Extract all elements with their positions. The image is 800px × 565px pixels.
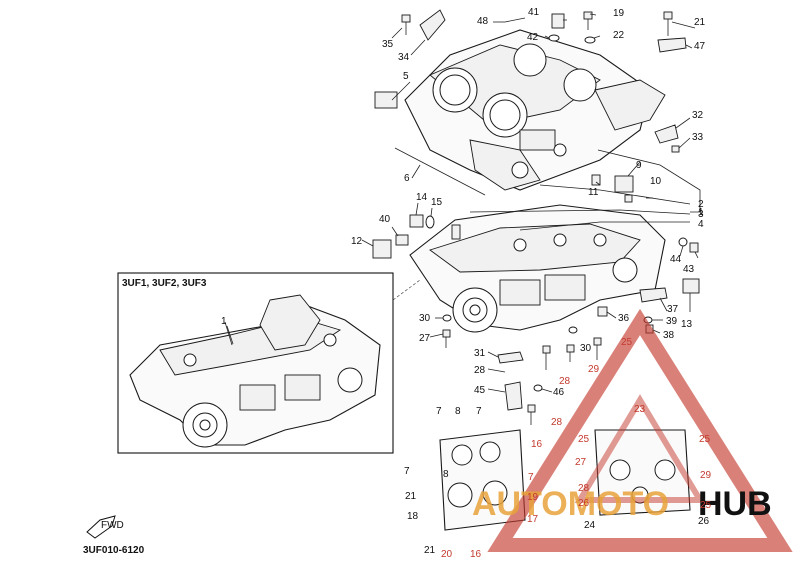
callout-44: 44 — [670, 254, 682, 265]
callout-8a: 8 — [455, 406, 461, 417]
callout-29a: 29 — [588, 364, 600, 375]
callout-11: 11 — [588, 187, 599, 198]
watermark-text-left: AUTOMOTO — [472, 485, 669, 523]
callout-16b: 16 — [470, 549, 482, 560]
callout-17: 17 — [527, 514, 539, 525]
callout-25d: 25 — [700, 500, 712, 511]
callout-7c: 7 — [404, 466, 410, 477]
callout-25a: 25 — [621, 337, 633, 348]
callout-30b: 30 — [580, 343, 592, 354]
inset-panel — [117, 272, 394, 454]
callout-14: 14 — [416, 192, 428, 203]
callout-19: 19 — [613, 8, 625, 19]
callout-21b: 21 — [405, 491, 417, 502]
callout-47: 47 — [694, 41, 706, 52]
callout-43: 43 — [683, 264, 695, 275]
callout-10: 10 — [650, 176, 662, 187]
callout-28c: 28 — [551, 417, 563, 428]
callout-5: 5 — [403, 71, 409, 82]
callout-16a: 16 — [531, 439, 543, 450]
doc-code: 3UF010-6120 — [83, 545, 145, 556]
lower-crankcase — [409, 204, 666, 333]
leader-lines — [361, 13, 701, 393]
callout-3: 3 — [698, 209, 704, 220]
callout-6: 6 — [404, 173, 410, 184]
callout-29b: 29 — [700, 470, 712, 481]
callout-33: 33 — [692, 132, 704, 143]
callout-25b: 25 — [578, 434, 590, 445]
callout-41: 41 — [528, 7, 540, 18]
callout-39: 39 — [666, 316, 678, 327]
inset-title: 3UF1, 3UF2, 3UF3 — [122, 278, 207, 289]
callout-37: 37 — [667, 304, 679, 315]
callout-21: 21 — [694, 17, 706, 28]
watermark-text-right: HUB — [698, 485, 772, 523]
fwd-arrow-icon: FWD — [86, 515, 124, 539]
callout-24: 24 — [584, 520, 596, 531]
callout-19b: 19 — [527, 492, 539, 503]
callout-18: 18 — [407, 511, 419, 522]
callout-42: 42 — [527, 32, 539, 43]
callout-26b: 26 — [698, 516, 710, 527]
callout-28a: 28 — [559, 376, 571, 387]
callout-32: 32 — [692, 110, 704, 121]
callout-38: 38 — [663, 330, 675, 341]
callout-35: 35 — [382, 39, 394, 50]
callout-2: 2 — [698, 199, 704, 210]
callout-12: 12 — [351, 236, 363, 247]
callout-28b: 28 — [474, 365, 486, 376]
gasket-left — [439, 429, 526, 531]
callout-8b: 8 — [443, 469, 449, 480]
fwd-label: FWD — [101, 520, 124, 531]
callout-1b: 1 — [221, 316, 227, 327]
callout-23: 23 — [634, 404, 646, 415]
callout-45: 45 — [474, 385, 486, 396]
callout-15: 15 — [431, 197, 443, 208]
callout-4: 4 — [698, 219, 704, 230]
callout-31: 31 — [474, 348, 486, 359]
callout-7a: 7 — [436, 406, 442, 417]
callout-9: 9 — [636, 160, 642, 171]
callout-1: 1 — [698, 207, 704, 218]
callout-40: 40 — [379, 214, 391, 225]
callout-48: 48 — [477, 16, 489, 27]
callout-21c: 21 — [424, 545, 436, 556]
callout-30a: 30 — [419, 313, 431, 324]
callout-22: 22 — [613, 30, 625, 41]
upper-crankcase — [404, 29, 666, 191]
callout-27a: 27 — [419, 333, 431, 344]
callout-7b: 7 — [476, 406, 482, 417]
callout-26a: 26 — [578, 498, 590, 509]
gasket-right — [594, 429, 691, 516]
callout-13: 13 — [681, 319, 693, 330]
callout-20: 20 — [441, 549, 453, 560]
callout-28d: 28 — [578, 483, 590, 494]
callout-34: 34 — [398, 52, 410, 63]
watermark-logo — [487, 308, 793, 552]
callout-7d: 7 — [528, 472, 534, 483]
callout-25c: 25 — [699, 434, 711, 445]
callout-46: 46 — [553, 387, 565, 398]
callout-27b: 27 — [575, 457, 587, 468]
callout-36: 36 — [618, 313, 630, 324]
